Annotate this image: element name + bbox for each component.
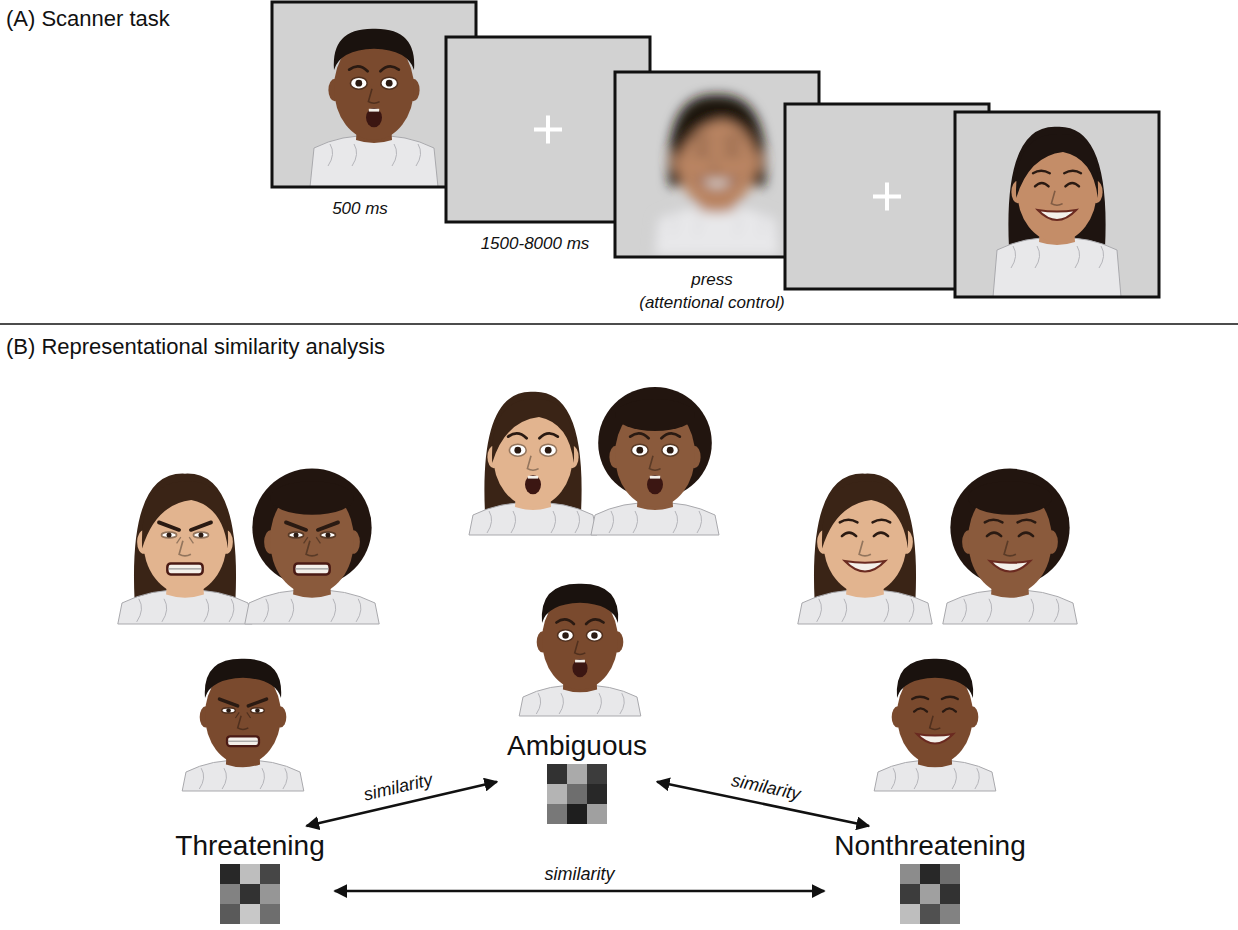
stimulus-frame [955,112,1159,297]
matrix-cell [240,904,260,924]
face-group [118,469,379,791]
face-photo [653,95,781,257]
matrix-cell [940,884,960,904]
matrix-cell [567,784,587,804]
matrix-cell [940,904,960,924]
face-photo [469,392,597,535]
matrix-cell [547,764,567,784]
face-photo [943,469,1077,624]
matrix-cell [587,764,607,784]
matrix-cell [220,904,240,924]
category-name: Ambiguous [507,730,647,762]
matrix-cell [547,804,567,824]
face-group [798,469,1077,791]
matrix-icon [900,864,960,924]
face-group [469,387,719,716]
face-photo [182,659,304,791]
matrix-cell [240,864,260,884]
frame-border [955,112,1159,297]
matrix-cell [260,864,280,884]
category-name: Nonthreatening [834,830,1025,862]
matrix-cell [220,864,240,884]
matrix-cell [920,884,940,904]
face-photo [310,29,438,187]
timing-caption: 500 ms [332,199,388,219]
matrix-icon [547,764,607,824]
face-photo [591,387,719,535]
panel-heading: (A) Scanner task [6,6,170,32]
face-photo [519,584,641,716]
category-node: Nonthreatening [828,830,1031,924]
face-photo [245,469,379,624]
matrix-cell [587,804,607,824]
category-node: Threatening [169,830,330,924]
face-photo [874,659,996,791]
edge-label: similarity [359,768,436,806]
matrix-cell [260,904,280,924]
matrix-cell [900,904,920,924]
category-name: Threatening [175,830,324,862]
timing-caption: (attentional control) [639,293,785,313]
matrix-cell [900,864,920,884]
matrix-cell [920,864,940,884]
fixation-cross [873,183,901,211]
matrix-cell [220,884,240,904]
face-photo [993,127,1121,297]
matrix-cell [920,904,940,924]
matrix-icon [220,864,280,924]
matrix-cell [567,804,587,824]
similarity-arrow [335,890,825,893]
panel-divider [0,323,1238,325]
matrix-cell [940,864,960,884]
matrix-cell [587,784,607,804]
fixation-cross [534,116,562,144]
category-node: Ambiguous [501,730,653,824]
matrix-cell [547,784,567,804]
timing-caption: 1500-8000 ms [481,234,590,254]
matrix-cell [260,884,280,904]
matrix-cell [567,764,587,784]
timing-caption: press [691,270,733,290]
face-photo [798,474,932,624]
panel-heading: (B) Representational similarity analysis [6,334,385,360]
face-photo [118,474,252,624]
matrix-cell [900,884,920,904]
edge-label: similarity [542,863,616,885]
frame-ground [955,112,1159,297]
matrix-cell [240,884,260,904]
